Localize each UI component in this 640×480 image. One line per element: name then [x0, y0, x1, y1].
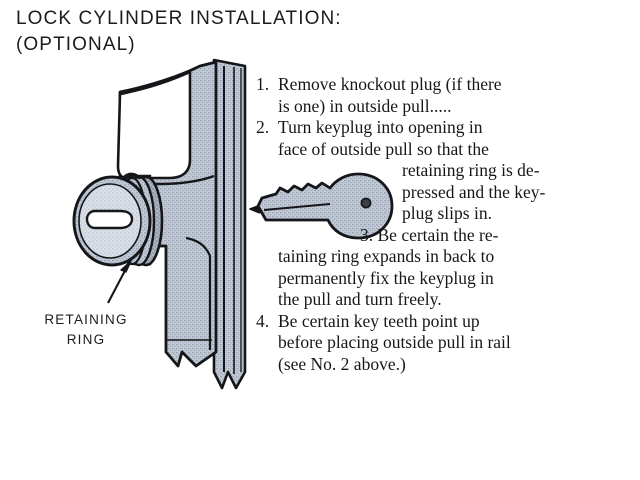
instruction-line: Remove knockout plug (if there — [278, 74, 502, 94]
instruction-line: the pull and turn freely. — [278, 289, 442, 309]
retaining-ring-leader-line — [107, 260, 132, 304]
instruction-list: 1. Remove knockout plug (if there is one… — [256, 74, 636, 375]
instruction-number-1: 1. — [256, 74, 270, 94]
instruction-body-1: Remove knockout plug (if there is one) i… — [278, 74, 636, 117]
instruction-line: is one) in outside pull..... — [278, 95, 452, 116]
instruction-line: permanently fix the keyplug in — [278, 267, 494, 288]
instruction-line: before placing outside pull in rail — [278, 332, 511, 352]
instruction-line: pressed and the key- — [402, 181, 546, 202]
instruction-line: retaining ring is de- — [402, 160, 540, 180]
title-line-primary: LOCK CYLINDER INSTALLATION: — [16, 8, 342, 29]
instruction-number-4: 4. — [256, 310, 270, 331]
instruction-item-3: 3. Be certain the re- taining ring expan… — [256, 225, 636, 311]
instruction-body-2: Turn keyplug into opening in face of out… — [278, 117, 636, 225]
cylinder-boss — [120, 174, 152, 266]
instruction-number-3: 3. — [360, 224, 374, 245]
callout-label-line-1: RETAINING — [44, 312, 128, 327]
instruction-line: Be certain key teeth point up — [278, 310, 480, 331]
instruction-line: taining ring expands in back to — [278, 246, 495, 266]
instruction-line: (see No. 2 above.) — [278, 353, 406, 374]
instruction-line: Turn keyplug into opening in — [278, 117, 483, 137]
retaining-ring-callout-label: RETAINING RING — [16, 310, 156, 350]
callout-label-line-2: RING — [66, 332, 106, 347]
title-line-secondary: (OPTIONAL) — [16, 34, 136, 55]
rail-part — [212, 58, 247, 390]
instruction-body-3: taining ring expands in back to permanen… — [278, 246, 636, 311]
instruction-body-4: Be certain key teeth point up before pla… — [278, 311, 636, 376]
lock-cylinder — [72, 175, 152, 267]
instruction-line: face of outside pull so that the — [278, 138, 489, 159]
retaining-ring — [116, 172, 164, 267]
page-title: LOCK CYLINDER INSTALLATION: (OPTIONAL) — [16, 6, 376, 58]
instruction-line-3-first: 3. Be certain the re- — [256, 225, 636, 247]
instruction-number-2: 2. — [256, 117, 270, 137]
keyway-slot — [85, 209, 134, 230]
instruction-line: plug slips in. — [402, 203, 492, 223]
instruction-item-4: 4. Be certain key teeth point up before … — [256, 311, 636, 376]
instruction-item-1: 1. Remove knockout plug (if there is one… — [256, 74, 636, 117]
instruction-item-2: 2. Turn keyplug into opening in face of … — [256, 117, 636, 225]
instruction-line: Be certain the re- — [377, 224, 499, 245]
